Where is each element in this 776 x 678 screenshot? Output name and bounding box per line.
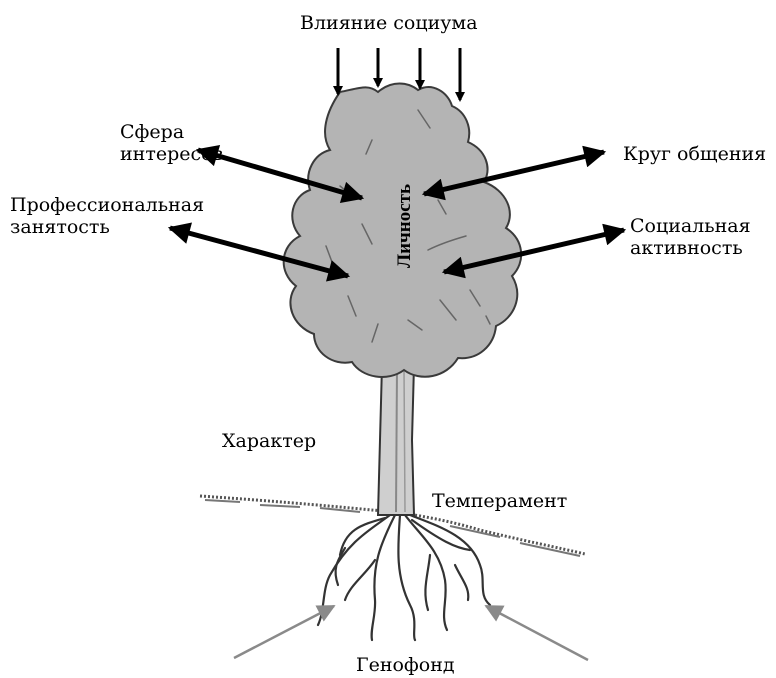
character-label: Характер [222,430,316,453]
temperament-label: Темперамент [432,490,567,513]
genepool-label: Генофонд [356,654,455,677]
interests-label-line2: интересов [120,143,223,166]
professional-label-line1: Профессиональная [10,194,204,217]
social-label-line2: активность [630,237,743,260]
society-influence-label: Влияние социума [300,12,478,35]
social-label-line1: Социальная [630,215,751,238]
circle-label: Круг общения [623,143,766,166]
roots [318,515,490,640]
professional-label-line2: занятость [10,216,110,239]
genepool-arrows [234,606,588,660]
interests-label-line1: Сфера [120,121,184,144]
personality-label: Личность [393,178,417,274]
